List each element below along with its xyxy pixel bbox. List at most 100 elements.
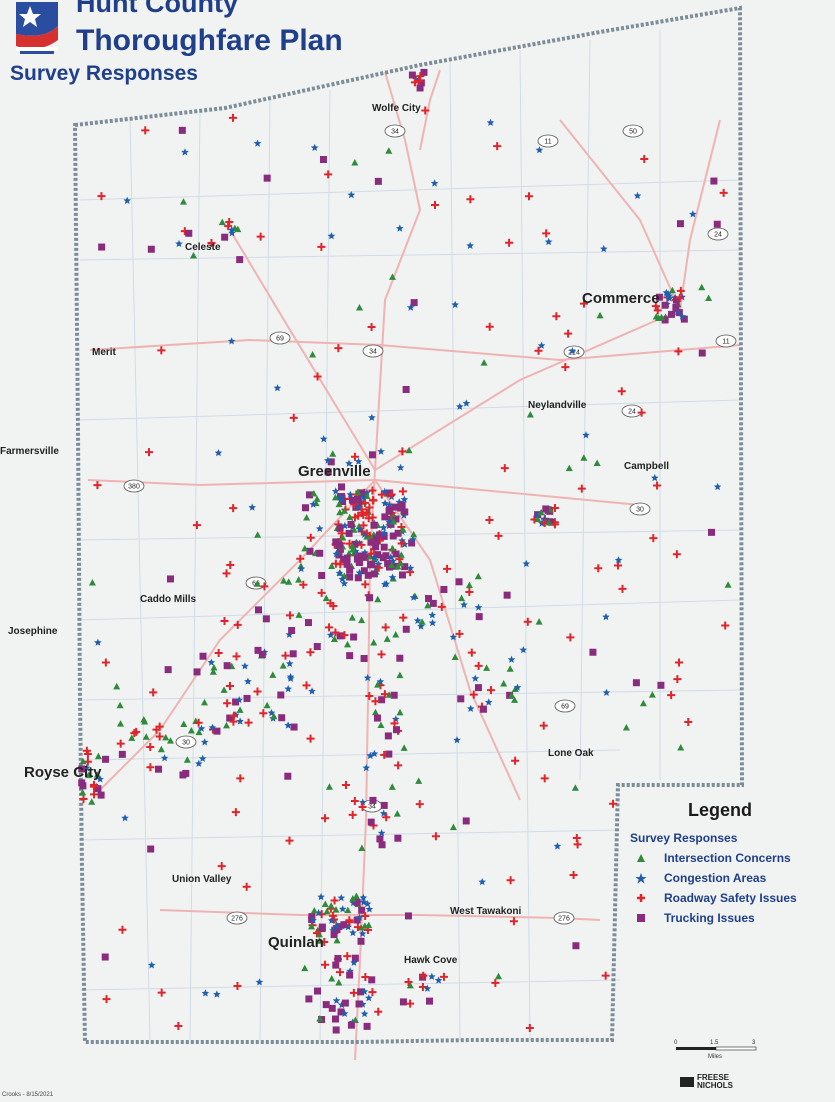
route-shield-number: 11 (544, 139, 551, 146)
legend-section-title: Survey Responses (630, 831, 738, 845)
survey-marker-intersection (79, 788, 87, 796)
survey-marker-safety (410, 78, 419, 87)
survey-marker-trucking (369, 796, 377, 804)
survey-marker-trucking (367, 818, 375, 826)
survey-marker-safety (474, 661, 483, 670)
local-road (579, 39, 591, 781)
survey-marker-trucking (368, 451, 376, 459)
survey-marker-congestion (602, 688, 611, 696)
route-shield-number: 11 (722, 339, 729, 346)
survey-marker-trucking (354, 495, 362, 503)
route-shield-number: 34 (368, 804, 376, 811)
survey-marker-intersection (465, 581, 473, 589)
town-label-neylandville: Neylandville (528, 400, 587, 411)
survey-marker-congestion (466, 241, 474, 249)
survey-marker-safety (232, 652, 241, 661)
survey-marker-intersection (166, 737, 174, 744)
survey-marker-safety (317, 588, 326, 597)
survey-marker-trucking (364, 571, 372, 579)
survey-marker-safety (651, 302, 660, 311)
survey-marker-trucking (367, 538, 375, 546)
survey-marker-trucking (98, 243, 106, 251)
survey-marker-trucking (316, 549, 324, 557)
survey-marker-trucking (373, 714, 381, 722)
survey-marker-intersection (483, 664, 491, 671)
survey-marker-trucking (440, 585, 448, 593)
survey-marker-intersection (370, 638, 378, 646)
survey-marker-intersection (295, 611, 303, 618)
survey-marker-safety (233, 620, 242, 629)
survey-marker-safety (306, 734, 315, 743)
survey-marker-intersection (535, 618, 543, 625)
survey-marker-congestion (181, 148, 189, 156)
survey-marker-trucking (506, 691, 514, 699)
survey-marker-safety (523, 617, 532, 626)
survey-marker-intersection (348, 614, 356, 621)
survey-marker-trucking (381, 513, 389, 521)
survey-marker-intersection (340, 507, 348, 514)
triangle-icon (637, 854, 645, 862)
survey-marker-safety (260, 582, 269, 591)
survey-marker-intersection (390, 517, 398, 525)
route-shield: 11 (715, 334, 737, 348)
survey-marker-safety (320, 814, 329, 823)
survey-marker-congestion (284, 685, 292, 693)
survey-marker-safety (157, 988, 166, 997)
survey-marker-trucking (289, 650, 297, 658)
survey-marker-safety (431, 832, 440, 841)
survey-marker-congestion (207, 658, 216, 666)
scale-bar: 0 1.5 3 Miles (672, 1040, 762, 1060)
survey-marker-congestion (326, 631, 335, 639)
survey-marker-trucking (382, 552, 390, 560)
survey-marker-congestion (363, 488, 371, 496)
survey-marker-congestion (553, 842, 562, 850)
survey-marker-trucking (164, 666, 172, 674)
survey-marker-congestion (389, 557, 397, 565)
survey-marker-intersection (200, 698, 208, 706)
survey-marker-intersection (236, 706, 244, 713)
survey-marker-congestion (423, 984, 432, 992)
survey-marker-congestion (651, 473, 659, 482)
survey-marker-trucking (655, 293, 663, 301)
route-shield-number: 69 (276, 336, 284, 343)
survey-marker-trucking (304, 619, 312, 627)
survey-marker-intersection (639, 699, 647, 707)
survey-marker-safety (312, 929, 321, 938)
survey-marker-intersection (385, 691, 393, 698)
survey-marker-intersection (399, 526, 407, 533)
survey-marker-intersection (451, 653, 459, 660)
survey-marker-trucking (457, 695, 465, 703)
survey-marker-congestion (340, 579, 349, 587)
survey-marker-intersection (308, 922, 316, 930)
survey-marker-trucking (223, 662, 231, 670)
survey-marker-intersection (565, 464, 573, 472)
survey-marker-safety (577, 484, 586, 493)
survey-marker-trucking (417, 79, 425, 87)
survey-marker-intersection (366, 552, 374, 560)
firm-name: FREESE NICHOLS (697, 1073, 733, 1090)
survey-marker-safety (367, 323, 376, 332)
survey-marker-trucking (179, 771, 187, 779)
scale-tick-1: 1.5 (710, 1040, 719, 1046)
survey-marker-trucking (391, 562, 399, 570)
survey-marker-congestion (363, 673, 372, 682)
survey-marker-trucking (213, 727, 221, 735)
survey-marker-trucking (429, 599, 437, 607)
survey-marker-trucking (345, 529, 353, 537)
survey-marker-congestion (327, 916, 336, 924)
survey-marker-safety (398, 487, 407, 496)
survey-marker-intersection (393, 810, 401, 817)
survey-marker-intersection (596, 311, 604, 319)
survey-marker-congestion (409, 535, 417, 543)
survey-marker-trucking (392, 515, 400, 523)
survey-marker-intersection (88, 798, 96, 805)
town-label-quinlan: Quinlan (268, 934, 324, 951)
survey-marker-congestion (406, 564, 415, 572)
survey-marker-trucking (402, 625, 410, 633)
survey-marker-safety (353, 923, 362, 932)
survey-marker-safety (157, 346, 166, 355)
survey-marker-trucking (336, 632, 344, 640)
survey-marker-intersection (310, 906, 318, 914)
survey-marker-safety (256, 232, 265, 241)
survey-marker-trucking (347, 520, 355, 528)
